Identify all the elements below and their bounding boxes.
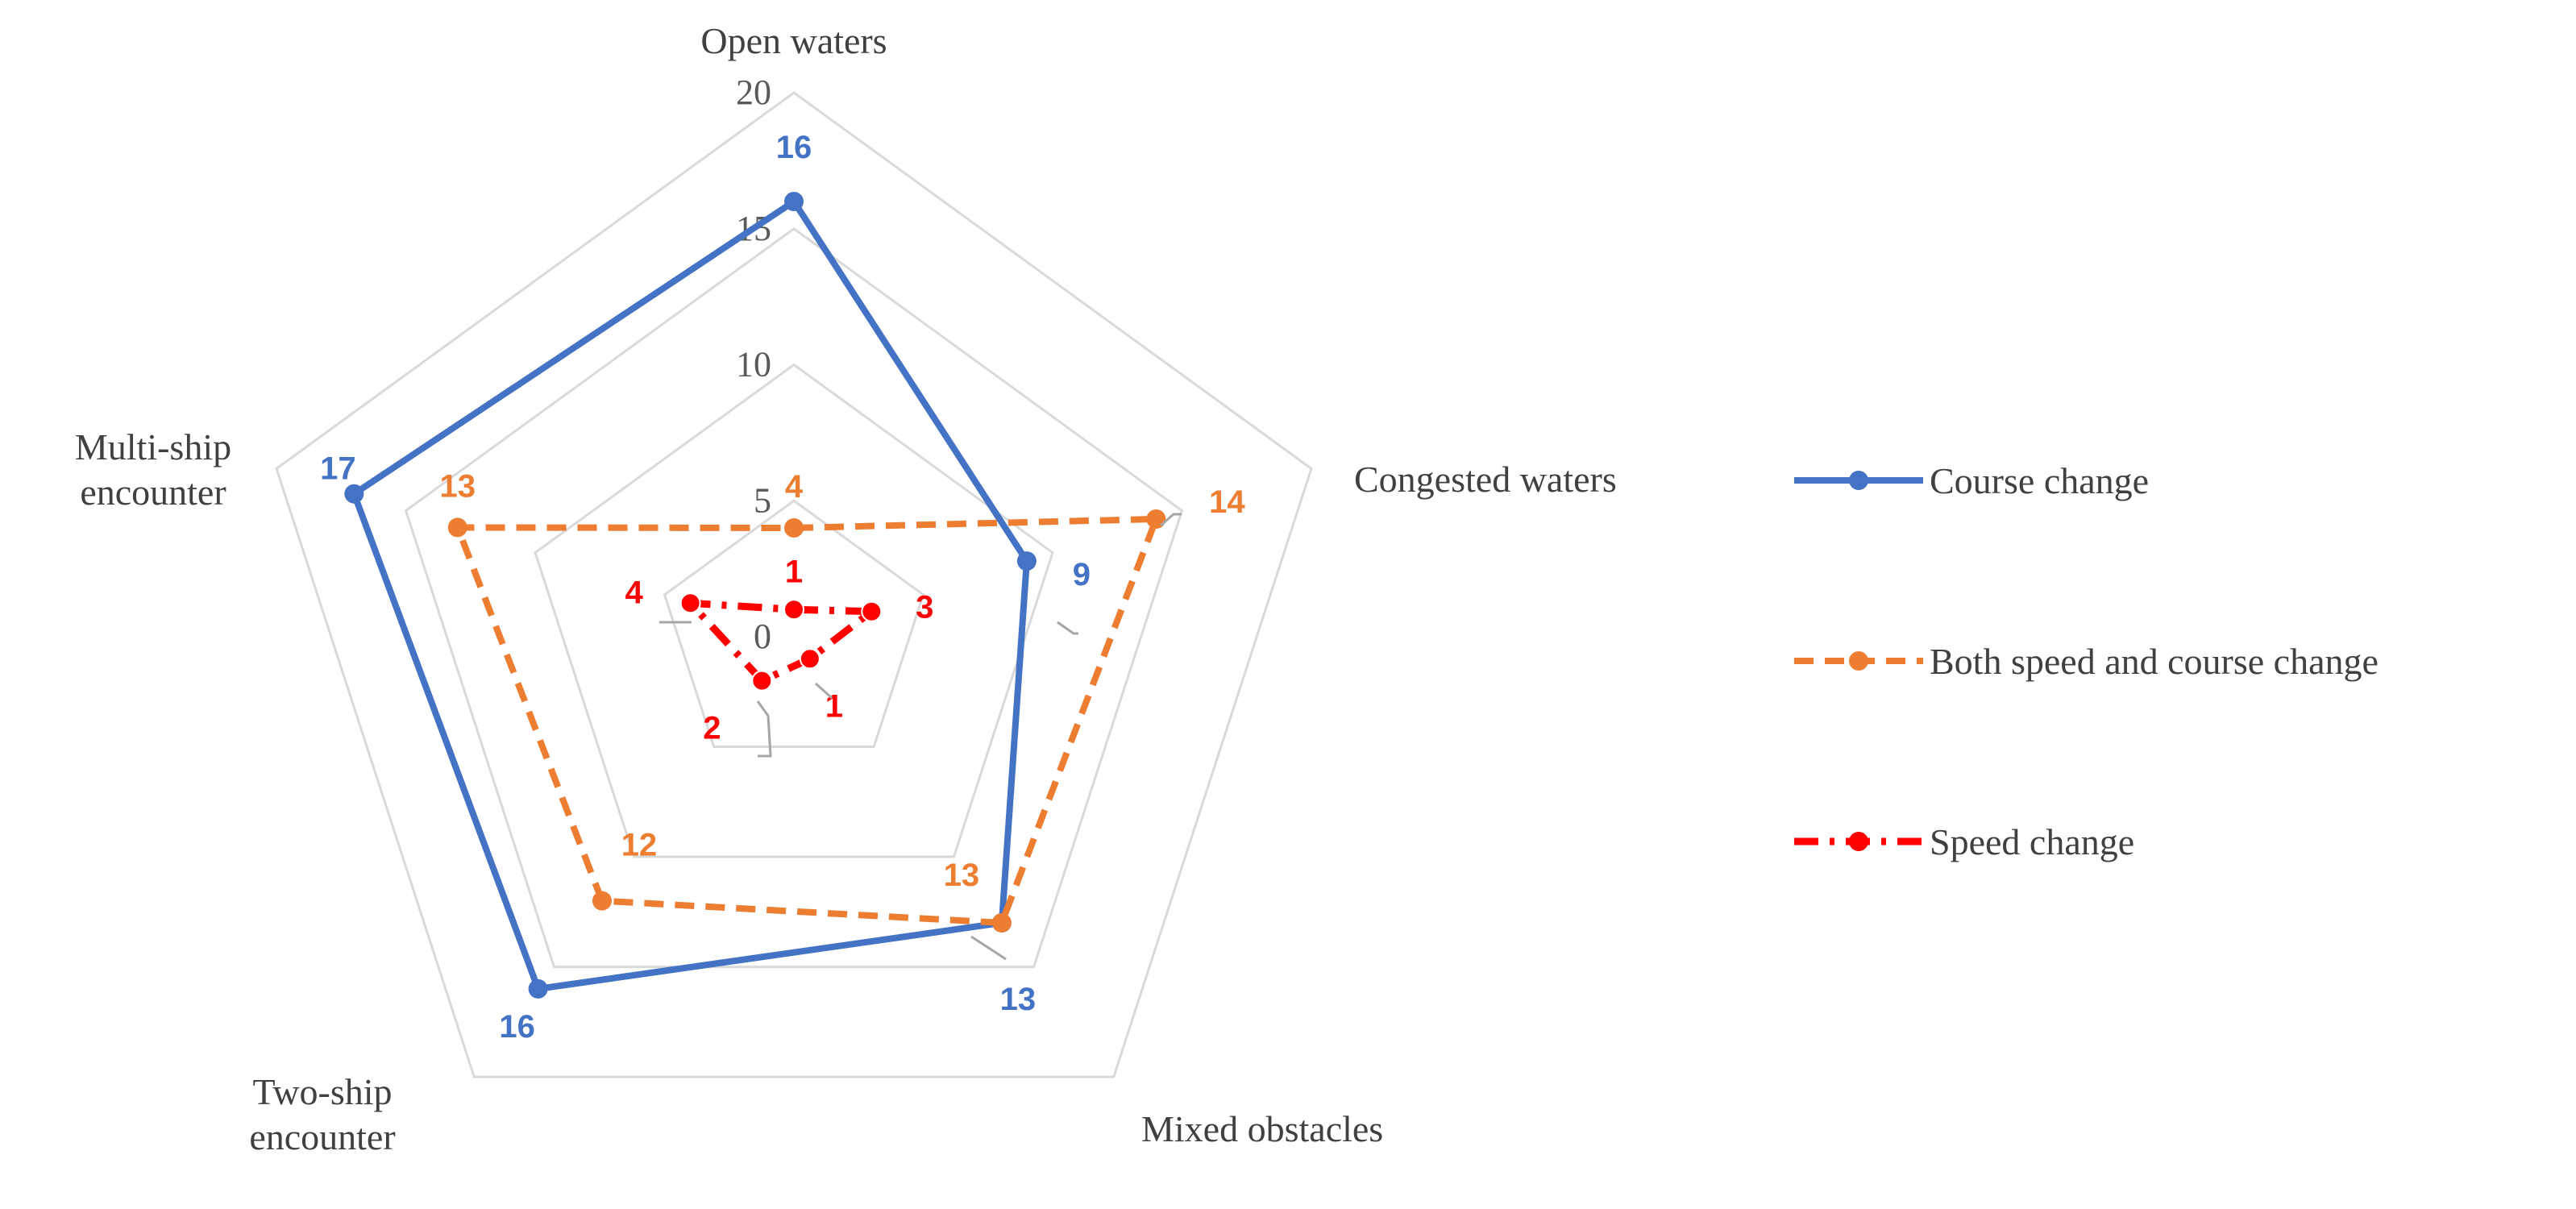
series-point: [1146, 509, 1166, 529]
legend-swatch-marker: [1849, 832, 1868, 851]
leader-line: [970, 935, 1007, 961]
series-point: [784, 192, 804, 211]
series-point: [783, 599, 804, 621]
radial-tick-label: 20: [736, 73, 771, 112]
series-point: [592, 891, 612, 911]
data-label: 9: [1073, 557, 1091, 592]
data-label: 3: [916, 590, 933, 625]
leader-line: [814, 682, 833, 700]
grid-ring-20: [275, 91, 1313, 1078]
data-label: 13: [439, 468, 476, 504]
legend-label: Speed change: [1930, 821, 2134, 862]
category-label: Open waters: [700, 20, 887, 61]
series-point: [447, 517, 467, 538]
radial-tick-label: 10: [736, 345, 771, 384]
series-point: [679, 592, 701, 614]
series-point: [344, 484, 364, 504]
data-label: 17: [320, 451, 356, 487]
legend-swatch-marker: [1849, 471, 1868, 490]
data-label: 13: [1000, 982, 1037, 1017]
data-label: 13: [944, 858, 980, 893]
series-group: [344, 192, 1166, 999]
legend-label: Both speed and course change: [1930, 641, 2379, 682]
series-line-0: [351, 198, 1030, 992]
series-point: [1016, 551, 1037, 571]
data-label: 2: [703, 711, 721, 746]
series-point: [799, 648, 821, 670]
legend-label: Course change: [1930, 460, 2149, 501]
data-label: 1: [785, 554, 803, 589]
data-label: 16: [499, 1009, 535, 1045]
radial-tick-label: 0: [754, 617, 771, 656]
grid-ring-5: [663, 499, 925, 749]
series-point: [528, 978, 548, 999]
series-point: [861, 600, 883, 622]
grid-ring-15: [404, 226, 1184, 969]
legend-item: Both speed and course change: [1794, 641, 2379, 682]
data-label: 12: [621, 828, 658, 863]
legend-item: Speed change: [1794, 821, 2134, 862]
legend-item: Course change: [1794, 460, 2149, 501]
series-line-2: [687, 599, 875, 685]
data-label: 14: [1209, 484, 1245, 520]
data-label: 16: [776, 130, 812, 165]
series-point: [784, 518, 804, 538]
category-label: Mixed obstacles: [1141, 1108, 1383, 1149]
series-line-1: [454, 515, 1160, 926]
series-point: [751, 670, 773, 692]
leader-line: [1160, 513, 1182, 527]
data-label: 4: [785, 469, 804, 505]
leader-line: [756, 700, 772, 758]
data-label: 4: [625, 575, 643, 610]
category-label: Congested waters: [1354, 459, 1617, 500]
leader-line: [1057, 621, 1078, 635]
series-point: [991, 912, 1012, 933]
legend-swatch-marker: [1849, 651, 1868, 671]
radial-tick-label: 5: [754, 480, 771, 520]
